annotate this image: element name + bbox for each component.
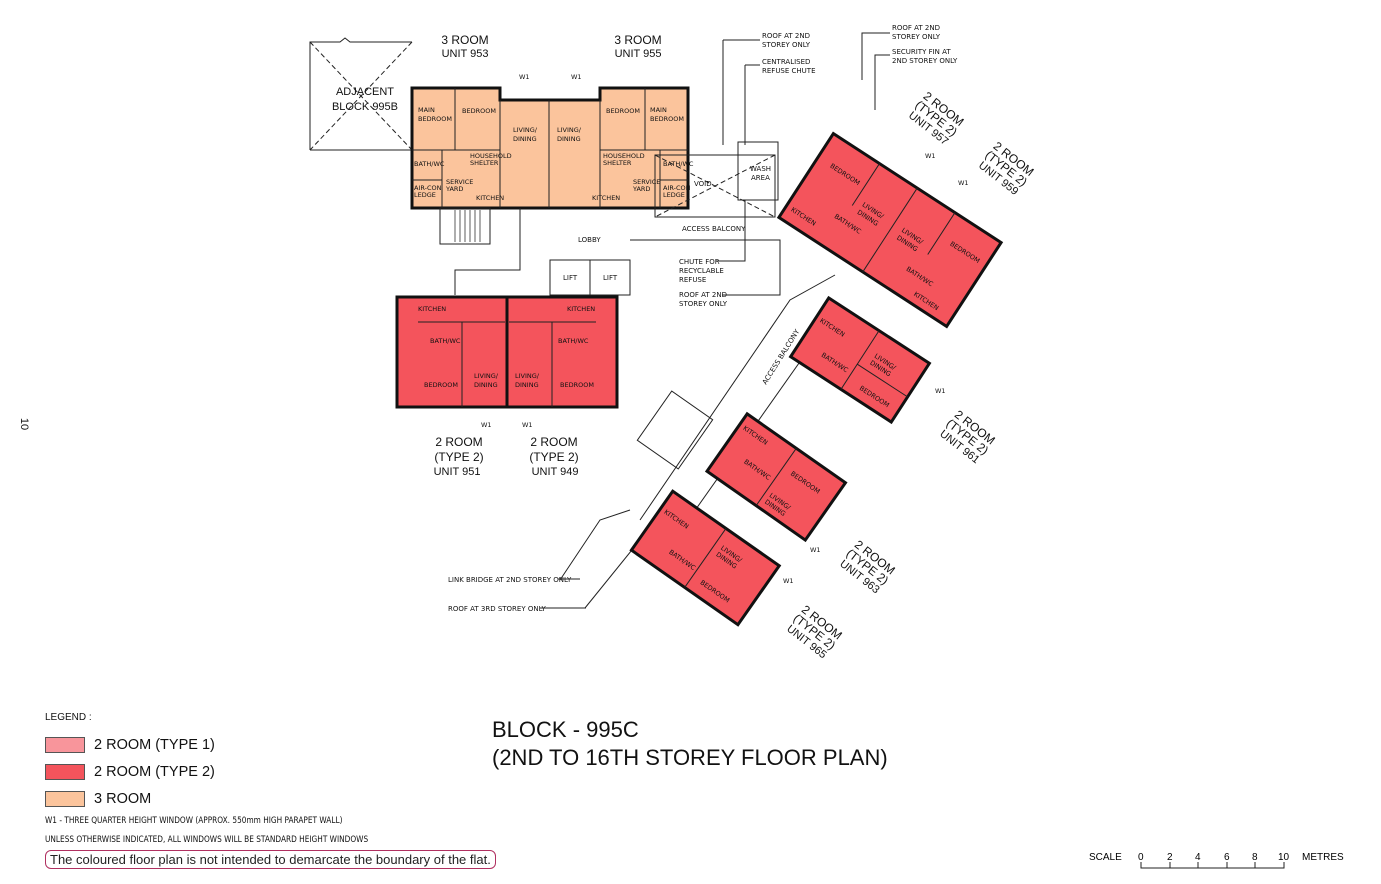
svg-text:AIR-CON: AIR-CON — [663, 184, 691, 192]
svg-text:0: 0 — [1138, 852, 1144, 863]
svg-text:HOUSEHOLD: HOUSEHOLD — [603, 152, 645, 160]
svg-text:DINING: DINING — [515, 381, 539, 389]
unit-965[interactable]: LIVING/DINING BEDROOM KITCHEN BATH/WC — [629, 489, 782, 627]
unit-961[interactable]: LIVING/DINING BEDROOM KITCHEN BATH/WC — [788, 295, 932, 425]
legend-note-w1: W1 - THREE QUARTER HEIGHT WINDOW (APPROX… — [45, 816, 343, 826]
svg-text:LEDGE: LEDGE — [663, 191, 685, 199]
svg-text:AIR-CON: AIR-CON — [414, 184, 442, 192]
svg-text:LIFT: LIFT — [563, 274, 578, 282]
svg-text:KITCHEN: KITCHEN — [418, 305, 446, 313]
svg-text:SHELTER: SHELTER — [470, 159, 499, 167]
svg-text:DINING: DINING — [513, 135, 537, 143]
svg-text:SERVICE: SERVICE — [446, 178, 473, 186]
scale-bar: SCALE 0 2 4 6 8 10 METRES — [1089, 852, 1344, 869]
svg-text:DINING: DINING — [474, 381, 498, 389]
svg-text:LIVING/: LIVING/ — [515, 372, 540, 380]
unit-957-959[interactable]: BEDROOM LIVING/DINING KITCHEN LIVING/DIN… — [776, 131, 1004, 329]
legend: LEGEND : 2 ROOM (TYPE 1) 2 ROOM (TYPE 2)… — [45, 712, 439, 845]
legend-item-2room-type1: 2 ROOM (TYPE 1) — [45, 731, 439, 758]
svg-text:WASH: WASH — [750, 165, 771, 173]
svg-text:4: 4 — [1195, 852, 1201, 863]
svg-text:BEDROOM: BEDROOM — [424, 381, 458, 389]
svg-text:W1: W1 — [810, 546, 821, 554]
svg-text:BATH/WC: BATH/WC — [414, 160, 445, 168]
svg-text:2 ROOM(TYPE 2)UNIT 957: 2 ROOM(TYPE 2)UNIT 957 — [905, 88, 967, 148]
svg-text:2 ROOM(TYPE 2)UNIT 949: 2 ROOM(TYPE 2)UNIT 949 — [529, 435, 578, 478]
svg-text:AREA: AREA — [751, 174, 770, 182]
svg-text:BEDROOM: BEDROOM — [650, 115, 684, 123]
svg-text:8: 8 — [1252, 852, 1258, 863]
svg-text:KITCHEN: KITCHEN — [592, 194, 620, 202]
unit-949[interactable]: KITCHEN BATH/WC BEDROOM LIVING/DINING W1… — [505, 295, 619, 478]
disclaimer: The coloured floor plan is not intended … — [45, 850, 496, 869]
svg-text:BEDROOM: BEDROOM — [606, 107, 640, 115]
svg-text:W1: W1 — [481, 421, 492, 429]
legend-item-3room: 3 ROOM — [45, 785, 439, 812]
svg-text:BATH/WC: BATH/WC — [430, 337, 461, 345]
svg-text:VOID: VOID — [694, 180, 712, 188]
svg-text:LIVING/: LIVING/ — [474, 372, 499, 380]
unit-963[interactable]: BEDROOM LIVING/DINING KITCHEN BATH/WC — [704, 411, 848, 543]
svg-text:BEDROOM: BEDROOM — [418, 115, 452, 123]
svg-text:MAIN: MAIN — [418, 106, 435, 114]
svg-text:2 ROOM(TYPE 2)UNIT 961: 2 ROOM(TYPE 2)UNIT 961 — [936, 407, 998, 467]
svg-text:W1: W1 — [935, 387, 946, 395]
svg-text:6: 6 — [1224, 852, 1230, 863]
svg-text:KITCHEN: KITCHEN — [567, 305, 595, 313]
svg-text:LIVING/: LIVING/ — [513, 126, 538, 134]
svg-text:YARD: YARD — [632, 185, 650, 193]
svg-text:SHELTER: SHELTER — [603, 159, 632, 167]
svg-text:BATH/WC: BATH/WC — [663, 160, 694, 168]
svg-text:W1: W1 — [522, 421, 533, 429]
svg-text:SCALE: SCALE — [1089, 852, 1122, 863]
svg-text:BATH/WC: BATH/WC — [558, 337, 589, 345]
unit-951[interactable]: KITCHEN BATH/WC BEDROOM LIVING/DINING W1… — [395, 295, 509, 478]
svg-text:W1: W1 — [783, 577, 794, 585]
svg-text:2 ROOM(TYPE 2)UNIT 959: 2 ROOM(TYPE 2)UNIT 959 — [975, 138, 1037, 198]
svg-text:2 ROOM(TYPE 2)UNIT 965: 2 ROOM(TYPE 2)UNIT 965 — [783, 602, 845, 662]
three-room-fill — [412, 88, 688, 208]
svg-text:ROOF AT 3RD STOREY ONLY: ROOF AT 3RD STOREY ONLY — [448, 605, 547, 613]
svg-text:SERVICE: SERVICE — [633, 178, 660, 186]
legend-title: LEGEND : — [45, 712, 92, 723]
svg-text:LIFT: LIFT — [603, 274, 618, 282]
svg-text:2 ROOM(TYPE 2)UNIT 963: 2 ROOM(TYPE 2)UNIT 963 — [836, 537, 898, 597]
legend-note-windows: UNLESS OTHERWISE INDICATED, ALL WINDOWS … — [45, 835, 369, 845]
svg-text:W1: W1 — [571, 73, 582, 81]
svg-text:2: 2 — [1167, 852, 1173, 863]
svg-text:LEDGE: LEDGE — [414, 191, 436, 199]
svg-text:HOUSEHOLD: HOUSEHOLD — [470, 152, 512, 160]
svg-text:W1: W1 — [958, 179, 969, 187]
svg-text:W1: W1 — [519, 73, 530, 81]
svg-text:BEDROOM: BEDROOM — [462, 107, 496, 115]
svg-text:LIVING/: LIVING/ — [557, 126, 582, 134]
svg-text:10: 10 — [1278, 852, 1290, 863]
svg-text:W1: W1 — [925, 152, 936, 160]
svg-text:YARD: YARD — [445, 185, 463, 193]
svg-text:LOBBY: LOBBY — [578, 236, 601, 244]
svg-text:MAIN: MAIN — [650, 106, 667, 114]
svg-text:KITCHEN: KITCHEN — [476, 194, 504, 202]
page-title: BLOCK - 995C (2ND TO 16TH STOREY FLOOR P… — [492, 717, 888, 770]
svg-text:DINING: DINING — [557, 135, 581, 143]
legend-item-2room-type2: 2 ROOM (TYPE 2) — [45, 758, 439, 785]
svg-text:METRES: METRES — [1302, 852, 1344, 863]
svg-text:LINK BRIDGE AT 2ND STOREY ONLY: LINK BRIDGE AT 2ND STOREY ONLY — [448, 576, 572, 584]
svg-text:ACCESS BALCONY: ACCESS BALCONY — [682, 225, 746, 233]
svg-text:BEDROOM: BEDROOM — [560, 381, 594, 389]
svg-text:2 ROOM(TYPE 2)UNIT 951: 2 ROOM(TYPE 2)UNIT 951 — [434, 435, 484, 478]
